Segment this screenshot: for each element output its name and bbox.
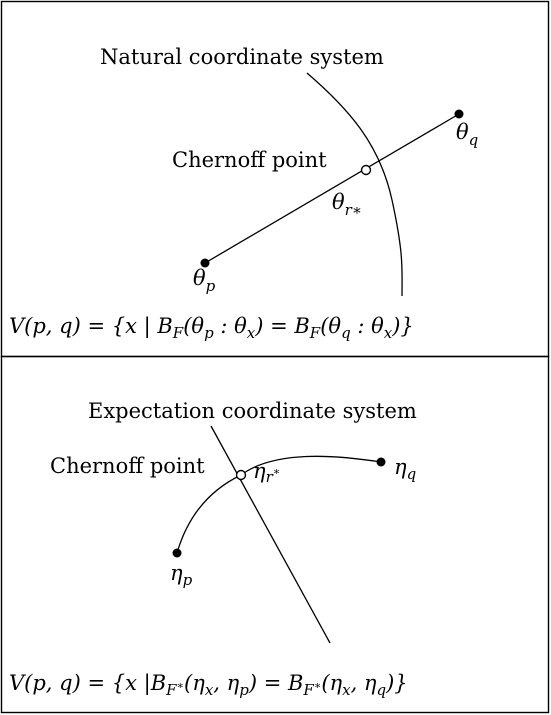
top-panel-title: Natural coordinate system [100,45,384,69]
top-bisector-curve [306,72,403,297]
label-eta-r-star: ηr∗ [253,459,280,486]
label-eta-p: ηp [170,561,193,589]
top-chernoff-point [360,164,372,176]
top-point-theta-q [454,109,464,119]
bottom-panel-title: Expectation coordinate system [88,399,417,423]
bottom-point-eta-p [172,548,182,558]
top-point-theta-p [200,258,210,268]
label-theta-r-star: θr∗ [332,190,362,219]
bottom-chernoff-label: Chernoff point [50,454,205,478]
bottom-chernoff-point [235,469,247,481]
top-chernoff-label: Chernoff point [172,148,327,172]
bottom-panel-frame [0,355,550,714]
label-theta-p: θp [193,266,216,295]
label-eta-q: ηq [394,455,416,483]
label-theta-q: θq [456,120,478,149]
top-formula: V(p, q) = {x | BF(θp : θx) = BF(θq : θx)… [9,314,414,342]
top-geodesic-line [204,113,460,264]
bottom-point-eta-q [376,457,386,467]
bottom-formula: V(p, q) = {x |BF∗(ηx, ηp) = BF∗(ηx, ηq)} [9,671,408,699]
bottom-bisector-line [210,425,331,644]
